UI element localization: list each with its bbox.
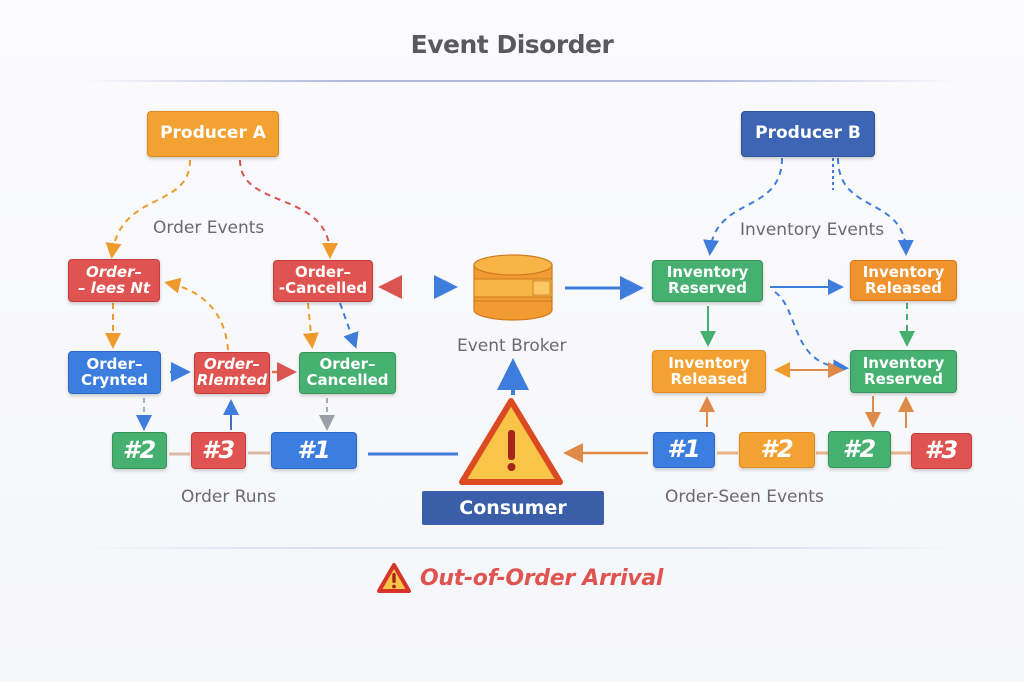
warning-triangle-icon	[459, 398, 563, 485]
consumer-box[interactable]: Consumer	[422, 491, 604, 525]
seen-badge-2-orange[interactable]: #2	[739, 432, 815, 468]
link-cancelled-to-green-1	[302, 302, 319, 349]
seen-badge-3[interactable]: #3	[911, 433, 972, 469]
inventory-events-label: Inventory Events	[740, 220, 885, 240]
title-divider	[80, 80, 960, 82]
footer-divider	[80, 547, 960, 549]
seen-badge-1[interactable]: #1	[653, 432, 715, 468]
order-node-rlemted[interactable]: Order–Rlemted	[194, 352, 270, 394]
order-node-crynted[interactable]: Order–Crynted	[68, 351, 161, 394]
alert-text: Out-of-Order Arrival	[420, 565, 664, 591]
order-run-badge-1[interactable]: #1	[271, 432, 357, 469]
producer-a-label: Producer A	[160, 123, 266, 144]
producer-b[interactable]: Producer B	[741, 111, 875, 157]
order-node-lees-nt[interactable]: Order–– lees Nt	[68, 259, 160, 302]
producer-a[interactable]: Producer A	[147, 111, 279, 157]
order-node-cancelled-green[interactable]: Order–Cancelled	[299, 352, 396, 394]
producer-b-label: Producer B	[755, 123, 861, 144]
order-run-badge-2[interactable]: #2	[112, 432, 167, 469]
link-cancelled-to-green-2	[339, 302, 359, 349]
order-runs-label: Order Runs	[181, 487, 277, 507]
database-icon	[473, 254, 553, 321]
warning-icon	[377, 563, 411, 593]
seen-badge-2-green[interactable]: #2	[828, 431, 891, 468]
link-producer-a-order-2	[239, 159, 338, 259]
link-producer-a-order-1	[105, 159, 191, 259]
order-seen-events-label: Order-Seen Events	[665, 487, 824, 507]
event-broker-label: Event Broker	[457, 336, 567, 356]
out-of-order-alert: Out-of-Order Arrival	[376, 562, 663, 594]
order-run-badge-3[interactable]: #3	[191, 432, 246, 469]
diagram-title: Event Disorder	[410, 30, 614, 59]
link-rlemted-to-order-1	[164, 277, 229, 351]
link-reserved-to-reserved-bottom	[774, 291, 849, 376]
order-events-label: Order Events	[153, 218, 265, 238]
order-node-cancelled-top[interactable]: Order–-Cancelled	[273, 260, 373, 302]
